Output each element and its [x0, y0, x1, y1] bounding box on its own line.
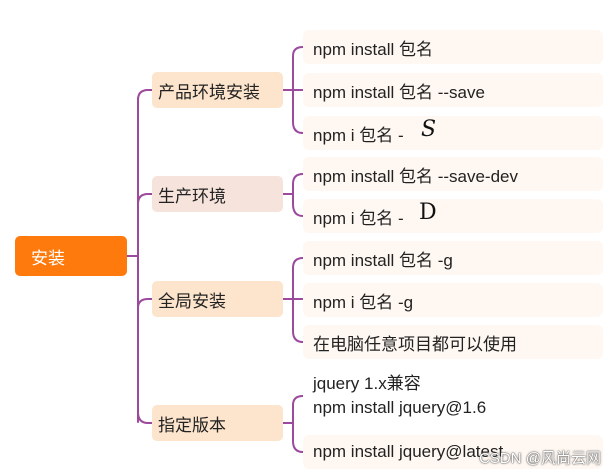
leaf-npm-install-g[interactable]: npm install 包名 -g	[303, 241, 603, 275]
leaf-line-2: npm install jquery@1.6	[313, 398, 487, 417]
leaf-text: npm i 包名 -	[313, 125, 404, 145]
leaf-text: npm i 包名 -	[313, 208, 404, 228]
watermark-text: CSDN @风尚云网	[479, 450, 601, 467]
link-b1	[282, 46, 304, 134]
leaf-line-1: jquery 1.x兼容	[313, 374, 421, 393]
link-branch-4	[137, 411, 153, 424]
branch-specific-version[interactable]: 指定版本	[152, 405, 283, 441]
leaf-npm-i-D[interactable]: npm i 包名 -	[303, 199, 603, 233]
link-b4	[282, 395, 304, 453]
leaf-npm-i-g[interactable]: npm i 包名 -g	[303, 283, 603, 317]
branch-dev-env[interactable]: 生产环境	[152, 176, 283, 212]
root-node[interactable]: 安装	[15, 236, 127, 276]
leaf-npm-install-save[interactable]: npm install 包名 --save	[303, 73, 603, 107]
link-b2	[282, 173, 304, 217]
leaf-npm-install-latest[interactable]: npm install jquery@latest	[303, 435, 603, 469]
leaf-npm-install[interactable]: npm install 包名	[303, 30, 603, 64]
leaf-jquery-version[interactable]: jquery 1.x兼容 npm install jquery@1.6	[303, 367, 603, 425]
branch-global-install[interactable]: 全局安装	[152, 281, 283, 317]
handwritten-D-mark: D	[419, 200, 437, 225]
link-branch-3	[137, 298, 153, 309]
handwritten-S-mark: S	[421, 117, 437, 142]
link-b3	[282, 257, 304, 343]
branch-product-install[interactable]: 产品环境安装	[152, 72, 283, 108]
root-trunk	[126, 97, 139, 423]
link-branch-1	[137, 89, 153, 101]
link-branch-2	[137, 193, 153, 205]
leaf-global-usage-note[interactable]: 在电脑任意项目都可以使用	[303, 325, 603, 359]
leaf-npm-i-S[interactable]: npm i 包名 -	[303, 116, 603, 150]
leaf-npm-install-save-dev[interactable]: npm install 包名 --save-dev	[303, 157, 603, 191]
